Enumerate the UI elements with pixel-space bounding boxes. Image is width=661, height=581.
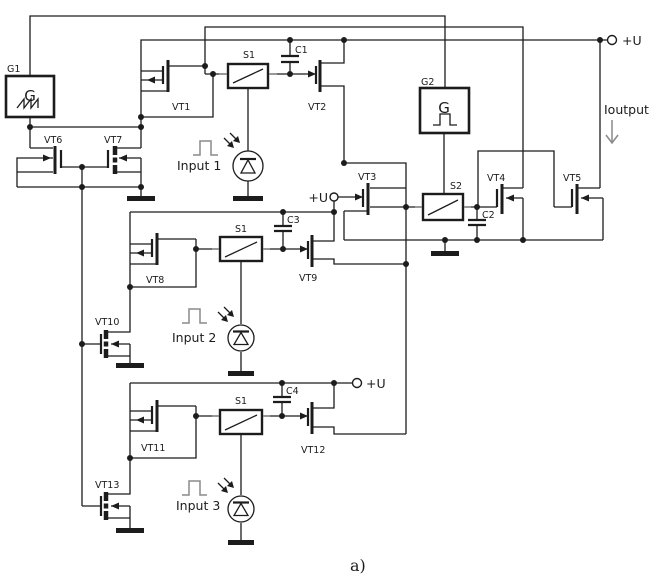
led-icon: [227, 495, 255, 523]
c2-label: C2: [482, 210, 495, 221]
c1-label: C1: [295, 45, 308, 56]
vt9-label: VT9: [299, 273, 317, 284]
opto-input-2: Input 2: [172, 306, 255, 352]
capacitor-c1: C1: [281, 45, 308, 64]
capacitor-c2: C2: [468, 210, 495, 227]
ground-icon: [116, 363, 144, 368]
vt13-label: VT13: [95, 480, 119, 491]
power-terminal-mid: +U: [308, 190, 339, 205]
vt6-label: VT6: [44, 135, 62, 146]
vt5-label: VT5: [563, 173, 581, 184]
vt3-label: VT3: [358, 172, 376, 183]
vt1-label: VT1: [172, 102, 190, 113]
ground-symbols: [116, 196, 459, 545]
power-terminal-top: +U: [606, 33, 642, 48]
c4-label: C4: [286, 386, 299, 397]
power-terminal-bottom: +U: [351, 376, 386, 391]
transistor-vt10: VT10: [95, 317, 119, 358]
ground-icon: [431, 251, 459, 256]
vt4-label: VT4: [487, 173, 505, 184]
ground-icon: [116, 528, 144, 533]
capacitor-c3: C3: [274, 215, 300, 233]
u-bottom-label: +U: [366, 376, 386, 391]
generator-g2: G2 G: [418, 77, 471, 135]
switch-s1-stage1: S1: [219, 50, 277, 90]
transistor-vt12: VT12: [300, 402, 325, 456]
g1-label: G1: [7, 64, 20, 75]
switch-s2: S2: [415, 181, 471, 222]
vt12-label: VT12: [301, 445, 325, 456]
transistor-vt4: VT4: [487, 173, 514, 214]
generator-g1: G1 G: [4, 64, 56, 119]
junction-dots: [27, 37, 603, 461]
g2-label: G2: [421, 77, 434, 88]
u-mid-label: +U: [308, 190, 328, 205]
vt2-label: VT2: [308, 102, 326, 113]
ground-icon: [228, 540, 254, 545]
s1-stage1-label: S1: [243, 50, 255, 61]
s1-stage3-label: S1: [235, 396, 247, 407]
transistor-vt9: VT9: [299, 235, 317, 284]
transistor-vt1: VT1: [147, 60, 190, 113]
g2-symbol: G: [438, 99, 450, 117]
ground-icon: [127, 196, 155, 201]
transistor-vt5: VT5: [563, 173, 589, 214]
opto-input-1: Input 1: [177, 132, 264, 182]
g1-symbol: G: [24, 87, 36, 105]
transistor-vt6: VT6: [43, 135, 62, 174]
ioutput-label: Ioutput: [604, 102, 649, 117]
transistor-vt2: VT2: [308, 60, 326, 113]
vt8-label: VT8: [146, 275, 164, 286]
s2-label: S2: [450, 181, 462, 192]
terminal-icon: [606, 34, 618, 46]
pulse-icon: [433, 113, 457, 126]
transistor-vt3: VT3: [355, 172, 376, 215]
ground-icon: [228, 371, 254, 376]
figure-caption: a): [350, 556, 366, 575]
transistor-vt13: VT13: [95, 480, 119, 520]
c3-label: C3: [287, 215, 300, 226]
s1-stage2-label: S1: [235, 224, 247, 235]
led-icon: [232, 150, 264, 182]
pulse-icon: [182, 308, 207, 324]
pulse-icon: [193, 140, 218, 156]
vt10-label: VT10: [95, 317, 119, 328]
terminal-icon: [329, 192, 339, 202]
wires: [16, 15, 607, 540]
switch-s1-stage3: S1: [212, 396, 270, 436]
input1-label: Input 1: [177, 158, 221, 173]
transistor-vt11: VT11: [136, 400, 165, 454]
vt7-label: VT7: [104, 135, 122, 146]
sawtooth-icon: [16, 97, 39, 110]
transistor-vt7: VT7: [104, 135, 127, 174]
terminal-icon: [351, 377, 363, 389]
led-icon: [227, 324, 255, 352]
pulse-icon: [182, 480, 207, 496]
transistor-vt8: VT8: [136, 233, 164, 286]
capacitor-c4: C4: [273, 386, 299, 404]
switch-s1-stage2: S1: [212, 224, 270, 263]
vt11-label: VT11: [141, 443, 165, 454]
input3-label: Input 3: [176, 498, 220, 513]
down-arrow-icon: [605, 120, 619, 145]
ground-icon: [233, 196, 263, 201]
u-top-label: +U: [622, 33, 642, 48]
output-annotation: Ioutput: [604, 102, 649, 145]
input2-label: Input 2: [172, 330, 216, 345]
opto-input-3: Input 3: [176, 477, 255, 523]
